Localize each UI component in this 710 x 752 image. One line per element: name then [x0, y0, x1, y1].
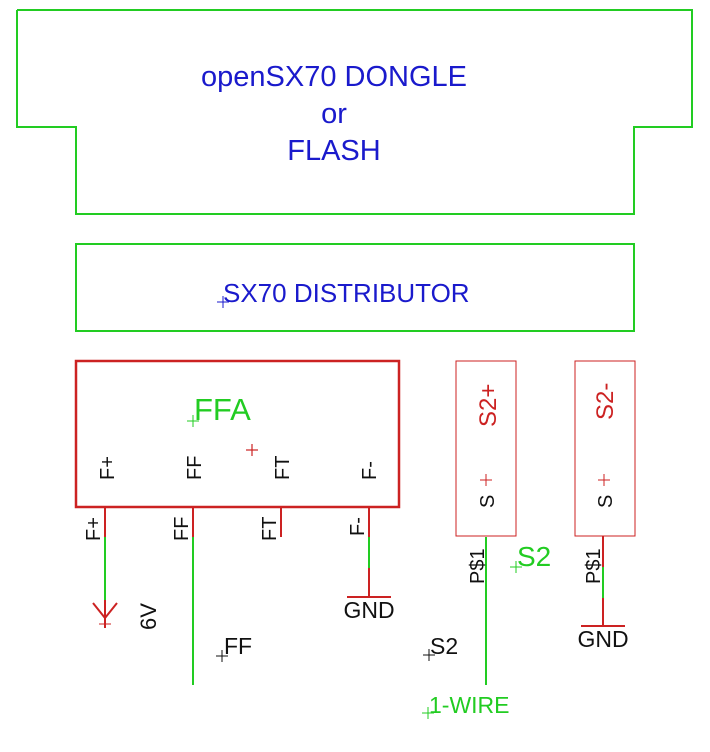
s2-minus-pin-label: S	[595, 495, 617, 508]
gnd-symbol-2	[581, 598, 625, 627]
ffa-pad-label-ff: FF	[171, 517, 193, 541]
one-wire-cross	[422, 707, 434, 719]
ffa-pin-label-ft: FT	[272, 456, 294, 480]
s2-plus-name: S2+	[475, 384, 502, 427]
gnd-label-2: GND	[577, 626, 628, 652]
ffa-pin-label-fplus: F+	[97, 456, 119, 480]
gnd-label-1: GND	[343, 597, 394, 623]
ffa-origin-cross	[246, 444, 258, 456]
gnd-symbol-1	[347, 568, 391, 598]
dongle-title-line2: or	[321, 98, 347, 130]
wires	[104, 537, 604, 685]
s2-net-label: S2	[430, 633, 458, 659]
s2-green-cross	[510, 561, 522, 573]
s2-minus-name: S2-	[592, 383, 619, 420]
ffa-pin-label-ff: FF	[184, 456, 206, 480]
s2-minus-body	[574, 360, 636, 537]
dongle-title-line3: FLASH	[287, 135, 380, 167]
s2-plus-origin-cross	[480, 474, 492, 486]
ffa-body	[74, 359, 401, 509]
ffa-pad-label-ft: FT	[259, 517, 281, 541]
ffa-name: FFA	[194, 392, 251, 427]
s2-plus-body	[455, 360, 517, 537]
s2-plus-pin-label: S	[477, 495, 499, 508]
one-wire-label: 1-WIRE	[429, 692, 510, 718]
s2-minus-pad-label: P$1	[583, 548, 605, 584]
ffa-name-cross	[187, 415, 199, 427]
s2-net-cross	[423, 649, 435, 661]
dongle-outline	[16, 9, 693, 215]
ff-net-cross	[216, 650, 228, 662]
s2-green-label: S2	[517, 541, 551, 572]
ffa-pin-label-fminus: F-	[359, 461, 381, 480]
ffa-pad-label-fplus: F+	[83, 517, 105, 541]
s2-minus-origin-cross	[598, 474, 610, 486]
ff-net-label: FF	[224, 633, 252, 659]
ffa-pin-stubs	[104, 507, 370, 537]
distributor-outline	[75, 243, 635, 332]
supply-6v-symbol	[92, 600, 118, 628]
supply-6v-label: 6V	[136, 603, 161, 630]
s2-plus-pad-label: P$1	[467, 548, 489, 584]
dongle-title-line1: openSX70 DONGLE	[201, 61, 467, 93]
distributor-origin-cross	[217, 296, 229, 308]
ffa-pad-label-fminus: F-	[347, 517, 369, 536]
distributor-label: SX70 DISTRIBUTOR	[223, 278, 470, 308]
